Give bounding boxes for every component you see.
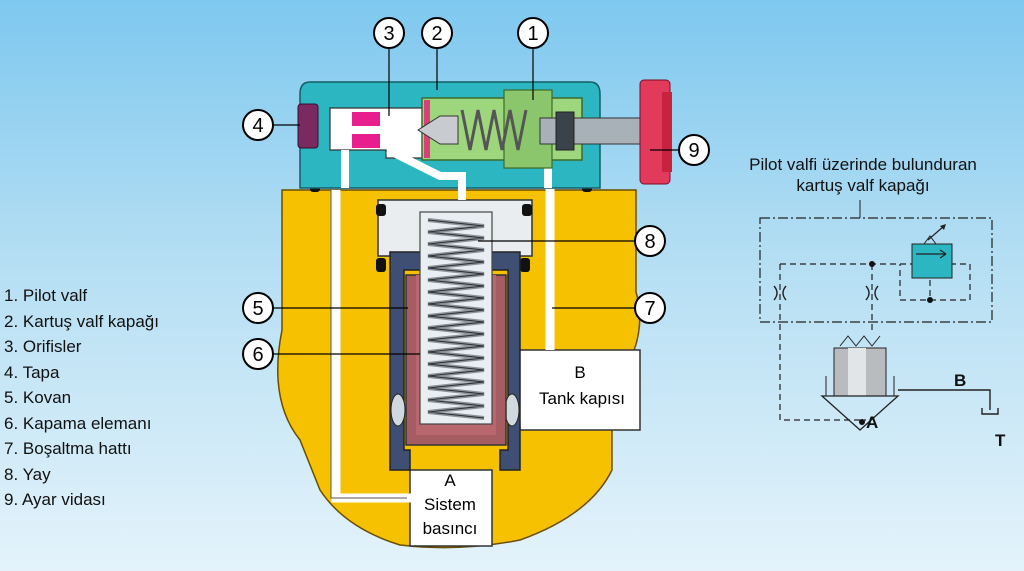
- callout-2: 2: [431, 23, 442, 45]
- port-b-label: B Tank kapısı: [539, 363, 625, 408]
- port-a-line1: Sistem: [424, 495, 476, 514]
- legend-item: 7. Boşaltma hattı: [4, 439, 132, 458]
- schematic-label-b: B: [954, 371, 966, 390]
- callout-8: 8: [644, 231, 655, 253]
- callout-7: 7: [644, 298, 655, 320]
- port-b-letter: B: [574, 363, 585, 382]
- callout-9: 9: [688, 140, 699, 162]
- schematic-label-a: A: [866, 413, 878, 432]
- callout-4: 4: [252, 115, 263, 137]
- legend-item: 8. Yay: [4, 464, 51, 484]
- legend-item: 3. Orifisler: [4, 337, 82, 356]
- legend-item: 6. Kapama elemanı: [4, 413, 152, 433]
- callout-5: 5: [252, 298, 263, 320]
- legend-item: 1. Pilot valf: [4, 286, 88, 305]
- sleeve: [389, 251, 521, 471]
- pilot-enclosure: [759, 217, 993, 323]
- callout-leaders: [273, 48, 678, 355]
- port-b-text: Tank kapısı: [539, 389, 625, 408]
- schematic-label-t: T: [995, 431, 1006, 450]
- orifice-upper: [352, 112, 380, 126]
- plug: [297, 103, 319, 149]
- callout-3: 3: [383, 23, 394, 45]
- hydraulic-schematic: A B T: [759, 200, 1006, 450]
- legend-item: 4. Tapa: [4, 362, 60, 382]
- system-port-passage: [409, 469, 493, 547]
- caption-line-1: Pilot valfi üzerinde bulunduran: [749, 155, 977, 174]
- port-a-label: A Sistem basıncı: [423, 471, 478, 538]
- pilot-relief-symbol: [911, 243, 953, 279]
- legend-list: 1. Pilot valf 2. Kartuş valf kapağı 3. O…: [4, 283, 159, 513]
- callout-6: 6: [252, 344, 263, 366]
- pilot-spring: [460, 109, 528, 151]
- caption-line-2: kartuş valf kapağı: [796, 176, 930, 195]
- legend-item: 5. Kovan: [4, 388, 72, 407]
- orifice-lower: [352, 134, 380, 148]
- callout-numbers: 1 2 3 4 5 6 7 8 9: [252, 23, 699, 366]
- callout-1: 1: [527, 23, 538, 45]
- cartridge-symbol-spring: [839, 335, 881, 347]
- port-a-letter: A: [444, 471, 456, 490]
- callout-circles: [242, 17, 710, 370]
- legend-item: 2. Kartuş valf kapağı: [4, 311, 159, 331]
- pilot-cone: [417, 115, 459, 145]
- schematic-caption: Pilot valfi üzerinde bulunduran kartuş v…: [722, 154, 1004, 196]
- port-a-line2: basıncı: [423, 519, 478, 538]
- legend-item: 9. Ayar vidası: [4, 490, 106, 509]
